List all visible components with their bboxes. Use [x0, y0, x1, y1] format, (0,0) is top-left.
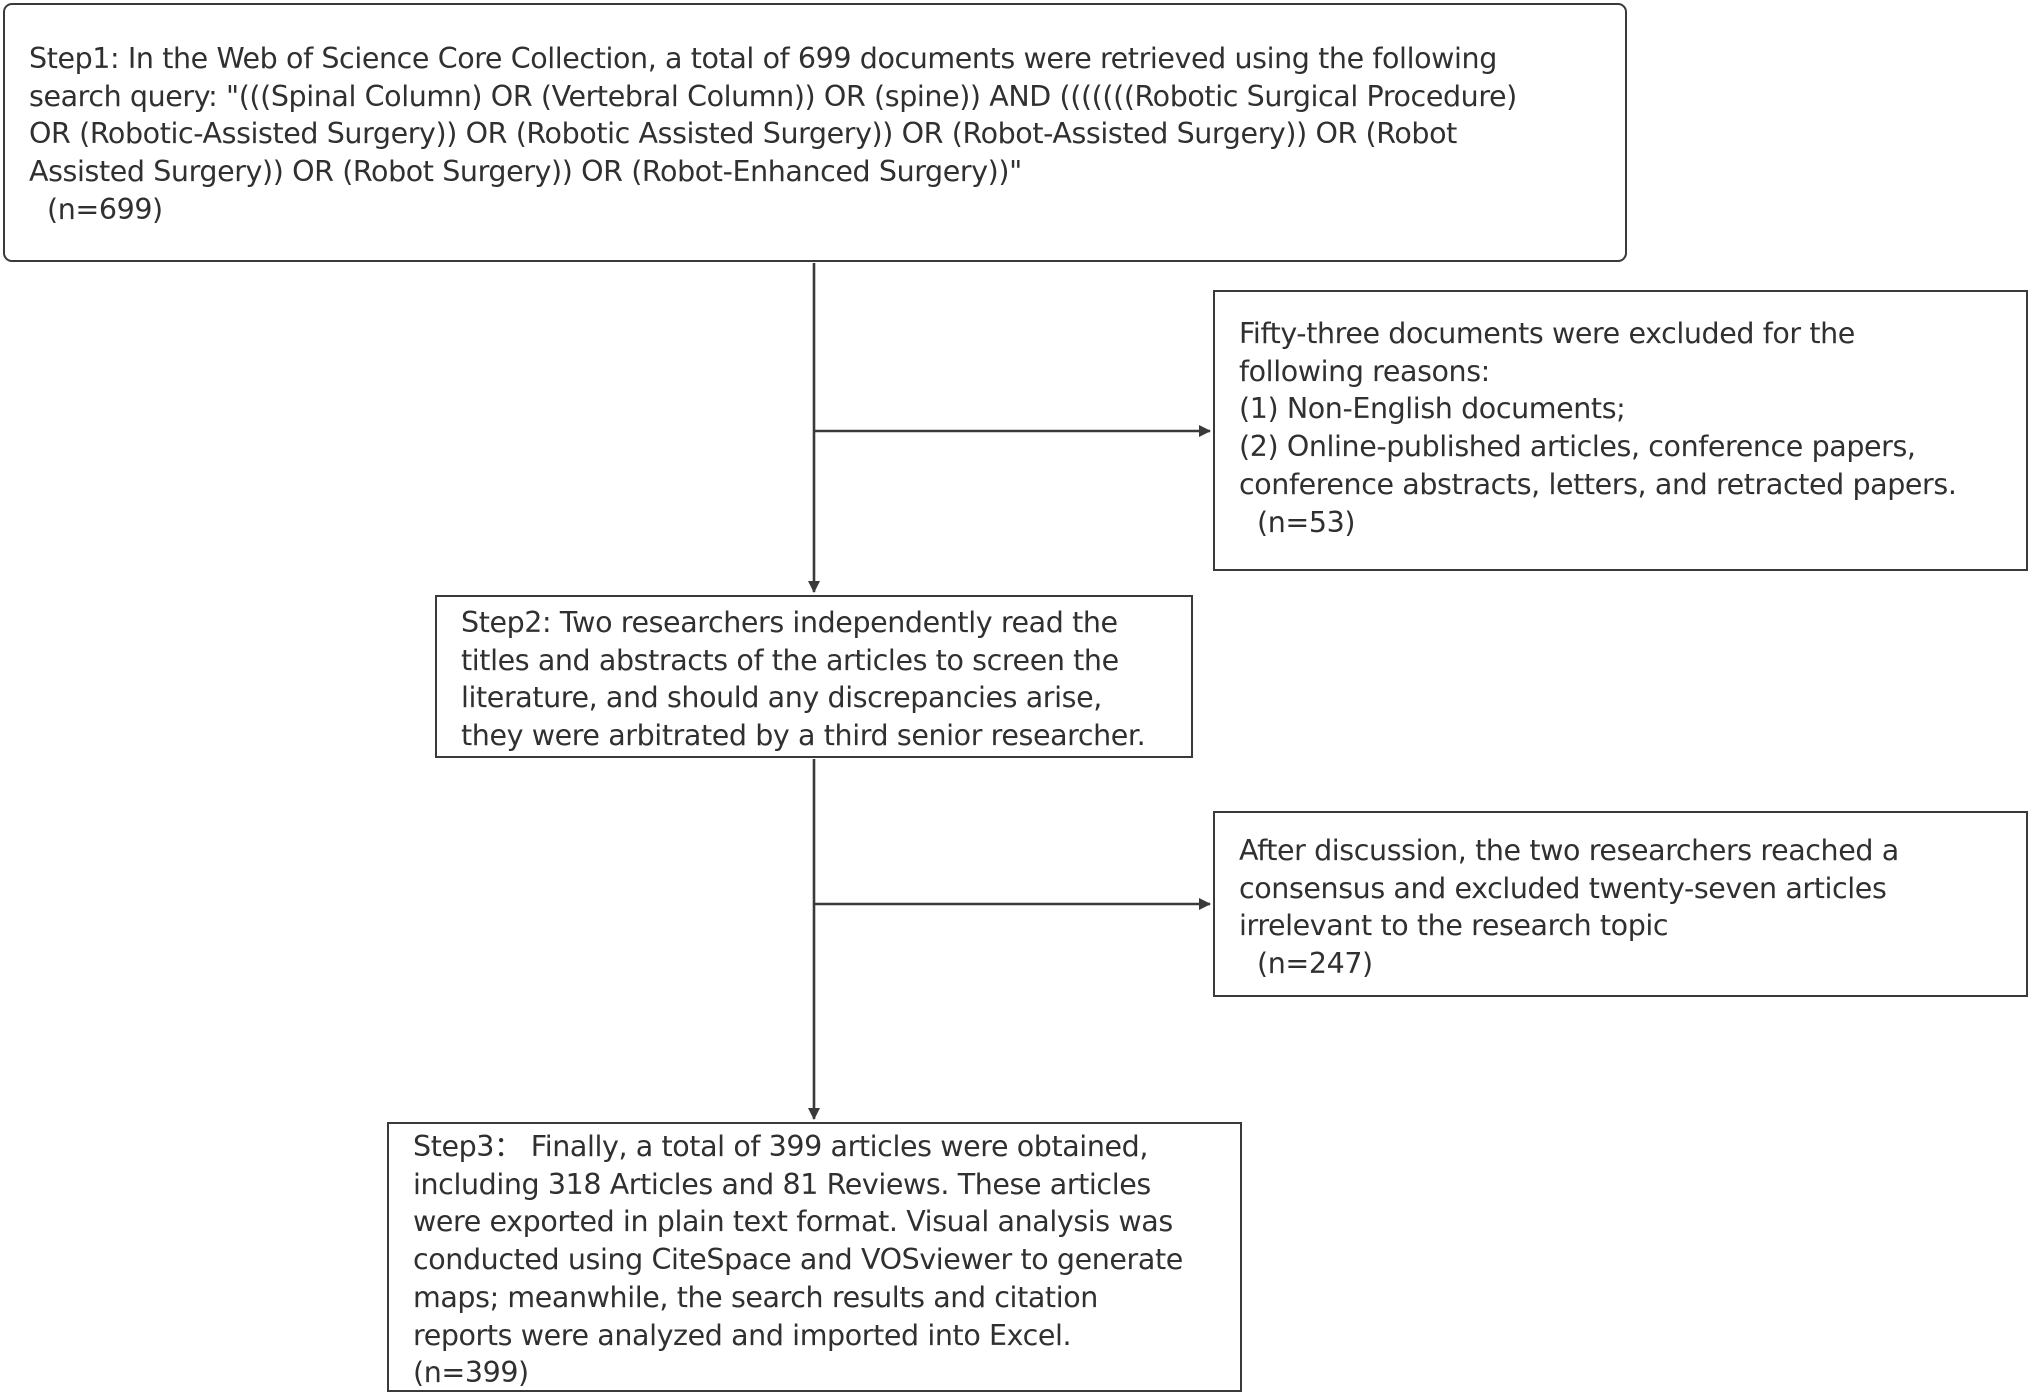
- exclusion1-line: Fifty-three documents were excluded for …: [1239, 317, 1855, 350]
- step2-line: titles and abstracts of the articles to …: [461, 643, 1119, 677]
- exclusion1-text: Fifty-three documents were excluded for …: [1239, 315, 2026, 541]
- exclusion2-text: After discussion, the two researchers re…: [1239, 832, 2026, 983]
- step1-count: (n=699): [47, 192, 163, 226]
- step1-line: Step1: In the Web of Science Core Collec…: [29, 42, 1497, 75]
- step3-box: Step3： Finally, a total of 399 articles …: [387, 1122, 1242, 1392]
- step3-text: Step3： Finally, a total of 399 articles …: [413, 1128, 1240, 1392]
- exclusion1-line: conference abstracts, letters, and retra…: [1239, 467, 1957, 501]
- step1-text: Step1: In the Web of Science Core Collec…: [29, 40, 1625, 229]
- exclusion1-line: (1) Non-English documents;: [1239, 392, 1626, 426]
- step2-text: Step2: Two researchers independently rea…: [461, 604, 1191, 755]
- step1-line: search query: "(((Spinal Column) OR (Ver…: [29, 79, 1517, 113]
- exclusion1-box: Fifty-three documents were excluded for …: [1213, 290, 2028, 571]
- step2-line: Step2: Two researchers independently rea…: [461, 606, 1118, 639]
- exclusion2-line: After discussion, the two researchers re…: [1239, 834, 1899, 867]
- step3-line: conducted using CiteSpace and VOSviewer …: [413, 1243, 1183, 1277]
- step3-line: including 318 Articles and 81 Reviews. T…: [413, 1167, 1151, 1201]
- exclusion2-count: (n=247): [1257, 947, 1373, 981]
- step3-line: were exported in plain text format. Visu…: [413, 1205, 1173, 1239]
- exclusion1-line: following reasons:: [1239, 354, 1490, 388]
- exclusion2-box: After discussion, the two researchers re…: [1213, 811, 2028, 997]
- step2-line: they were arbitrated by a third senior r…: [461, 719, 1146, 753]
- step2-box: Step2: Two researchers independently rea…: [435, 595, 1193, 758]
- step2-line: literature, and should any discrepancies…: [461, 681, 1102, 715]
- exclusion1-line: (2) Online-published articles, conferenc…: [1239, 430, 1916, 464]
- exclusion2-line: consensus and excluded twenty-seven arti…: [1239, 871, 1887, 905]
- exclusion2-line: irrelevant to the research topic: [1239, 909, 1669, 943]
- step3-line: reports were analyzed and imported into …: [413, 1318, 1072, 1352]
- exclusion1-count: (n=53): [1257, 505, 1356, 539]
- step3-line: maps; meanwhile, the search results and …: [413, 1280, 1098, 1314]
- step1-box: Step1: In the Web of Science Core Collec…: [3, 3, 1627, 262]
- step3-count: (n=399): [413, 1356, 529, 1390]
- step1-line: Assisted Surgery)) OR (Robot Surgery)) O…: [29, 155, 1022, 189]
- step1-line: OR (Robotic-Assisted Surgery)) OR (Robot…: [29, 117, 1457, 151]
- step3-line: Step3： Finally, a total of 399 articles …: [413, 1130, 1148, 1163]
